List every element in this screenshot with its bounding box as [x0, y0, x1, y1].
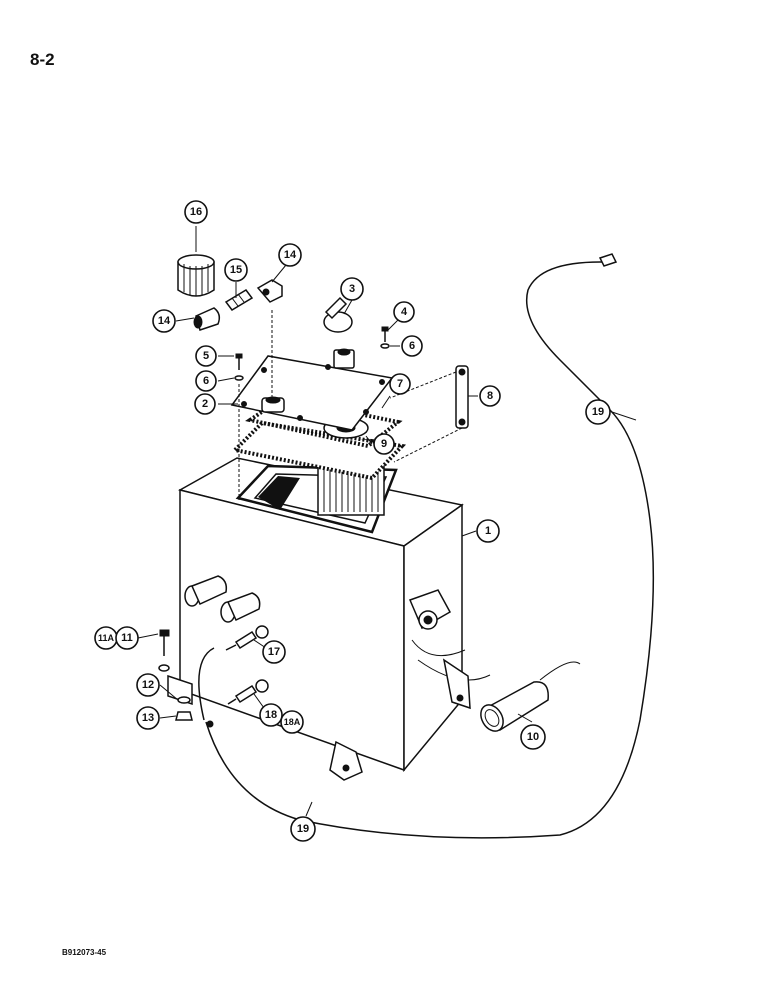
callout-19-right: 19	[585, 399, 611, 425]
callout-2: 2	[194, 393, 216, 415]
callout-8: 8	[479, 385, 501, 407]
svg-text:8: 8	[487, 390, 493, 402]
callout-4: 4	[393, 301, 415, 323]
svg-text:5: 5	[203, 350, 209, 362]
callout-6-right: 6	[401, 335, 423, 357]
callout-18a: 18A	[280, 710, 304, 734]
cap-screw-left	[234, 353, 244, 381]
callout-16: 16	[184, 200, 208, 224]
callout-15: 15	[224, 258, 248, 282]
svg-text:17: 17	[268, 646, 280, 658]
filler-breather-cap	[323, 296, 353, 333]
svg-text:15: 15	[230, 264, 242, 276]
elbow-fitting-upper	[256, 279, 283, 303]
svg-text:14: 14	[158, 315, 171, 327]
reservoir-tank	[167, 439, 491, 781]
elbow-fitting-lower	[193, 307, 221, 331]
callout-5: 5	[195, 345, 217, 367]
pipe-nipple	[224, 289, 254, 311]
mounting-bolt	[158, 629, 193, 721]
cover-plate	[230, 348, 394, 431]
figure-code: B912073-45	[62, 948, 107, 957]
svg-text:2: 2	[202, 398, 208, 410]
callout-17: 17	[262, 640, 286, 664]
svg-text:7: 7	[397, 378, 403, 390]
callout-13: 13	[136, 706, 160, 730]
svg-text:19: 19	[297, 823, 309, 835]
svg-text:14: 14	[284, 249, 297, 261]
svg-text:19: 19	[592, 406, 604, 418]
wire-harness	[198, 261, 655, 839]
tank-port-lower	[220, 592, 261, 623]
tank-port-upper	[184, 575, 228, 607]
svg-text:9: 9	[381, 438, 387, 450]
sight-gauge	[455, 365, 469, 429]
callout-19-bottom: 19	[290, 816, 316, 842]
callout-3: 3	[340, 277, 364, 301]
cap-screw-right	[380, 326, 390, 349]
callout-10: 10	[520, 724, 546, 750]
callout-14-upper: 14	[278, 243, 302, 267]
callout-11: 11	[115, 626, 139, 650]
suction-outlet	[408, 589, 491, 681]
svg-text:16: 16	[190, 206, 202, 218]
svg-text:11: 11	[121, 632, 133, 644]
svg-text:1: 1	[485, 525, 491, 537]
callout-7: 7	[389, 373, 411, 395]
lower-gasket	[230, 420, 407, 481]
svg-text:18: 18	[265, 709, 277, 721]
callout-11a: 11A	[94, 626, 118, 650]
breather-filter	[480, 661, 581, 732]
svg-text:6: 6	[409, 340, 415, 352]
svg-text:10: 10	[527, 731, 539, 743]
callout-12: 12	[136, 673, 160, 697]
callout-6-left: 6	[195, 370, 217, 392]
svg-text:4: 4	[401, 306, 408, 318]
callout-1: 1	[476, 519, 500, 543]
temperature-switch	[225, 630, 258, 651]
level-switch	[227, 684, 258, 705]
callout-14-lower: 14	[152, 309, 176, 333]
svg-text:6: 6	[203, 375, 209, 387]
svg-text:18A: 18A	[284, 717, 301, 727]
svg-text:12: 12	[142, 679, 154, 691]
svg-text:13: 13	[142, 712, 154, 724]
callout-9: 9	[373, 433, 395, 455]
svg-text:3: 3	[349, 283, 355, 295]
svg-text:11A: 11A	[98, 633, 115, 643]
return-filter-canister	[177, 254, 215, 297]
page-number: 8-2	[30, 50, 55, 69]
callout-18: 18	[259, 703, 283, 727]
